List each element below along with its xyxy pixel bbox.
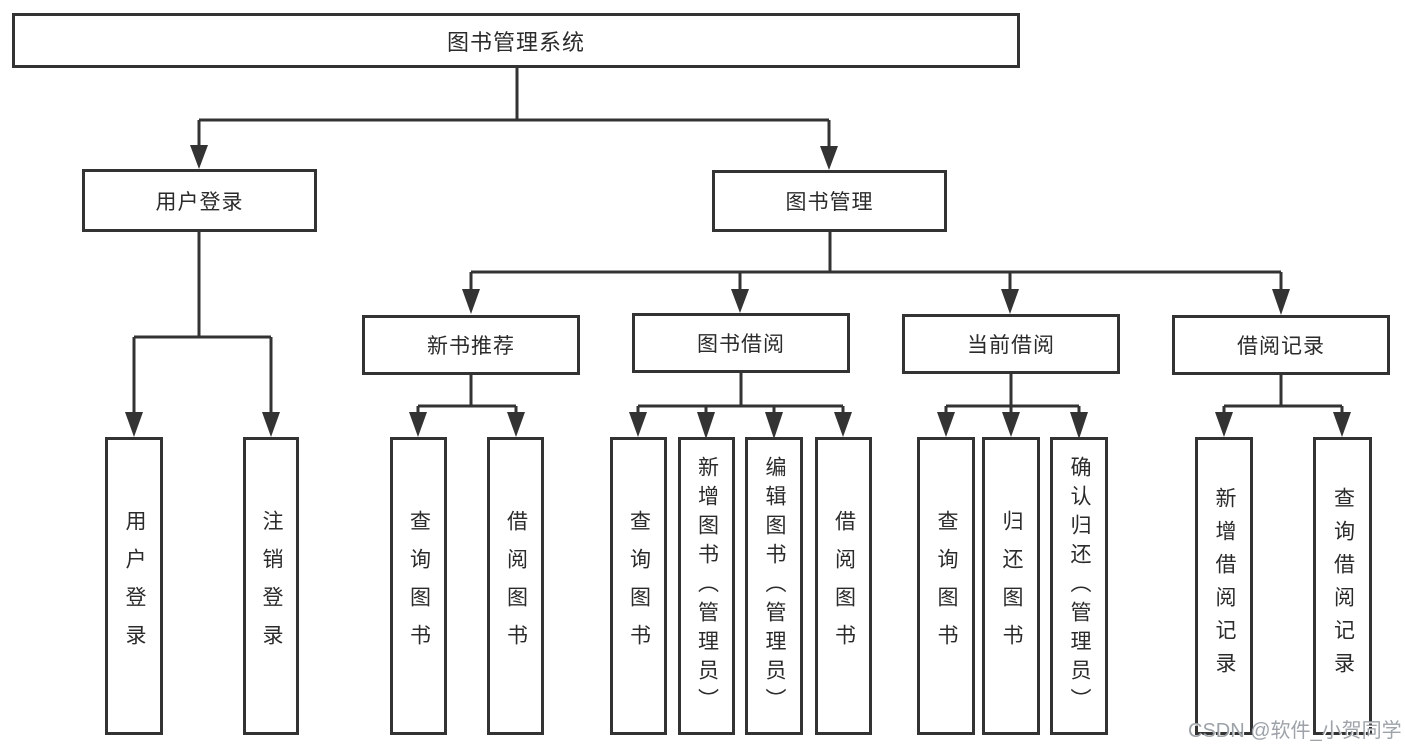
leaf-query-borrow-record: 查询借阅记录	[1313, 437, 1372, 735]
node-book-borrow: 图书借阅	[632, 313, 850, 373]
leaf-borrow-books: 借阅图书	[815, 437, 872, 735]
node-user-login: 用户登录	[82, 169, 317, 232]
leaf-current-query-books-label: 查询图书	[935, 510, 958, 662]
csdn-watermark: CSDN @软件_小贺同学	[1188, 720, 1402, 742]
leaf-rec-query-books-label: 查询图书	[407, 510, 431, 662]
node-current-borrow-label: 当前借阅	[967, 334, 1055, 357]
leaf-edit-books-admin: 编辑图书（管理员）	[745, 437, 803, 735]
leaf-query-borrow-record-label: 查询借阅记录	[1331, 487, 1355, 685]
leaf-borrow-books-label: 借阅图书	[832, 510, 856, 662]
leaf-add-borrow-record-label: 新增借阅记录	[1213, 487, 1236, 685]
leaf-user-login: 用户登录	[105, 437, 163, 735]
node-new-book-recommend: 新书推荐	[362, 315, 580, 375]
leaf-rec-query-books: 查询图书	[390, 437, 447, 735]
node-new-book-recommend-label: 新书推荐	[427, 335, 515, 358]
leaf-add-books-admin: 新增图书（管理员）	[678, 437, 735, 735]
leaf-edit-books-admin-label: 编辑图书（管理员）	[763, 455, 786, 717]
leaf-return-books: 归还图书	[982, 437, 1040, 735]
leaf-return-books-label: 归还图书	[1000, 510, 1023, 662]
node-current-borrow: 当前借阅	[902, 314, 1120, 374]
node-root: 图书管理系统	[12, 13, 1020, 68]
leaf-rec-borrow-books: 借阅图书	[487, 437, 544, 735]
leaf-confirm-return-admin-label: 确认归还（管理员）	[1068, 455, 1091, 717]
leaf-confirm-return-admin: 确认归还（管理员）	[1050, 437, 1108, 735]
node-book-management: 图书管理	[712, 170, 947, 232]
node-book-borrow-label: 图书借阅	[697, 333, 785, 356]
node-borrow-records: 借阅记录	[1172, 315, 1390, 375]
leaf-user-login-label: 用户登录	[123, 510, 146, 662]
leaf-logout-label: 注销登录	[260, 510, 283, 662]
node-borrow-records-label: 借阅记录	[1237, 335, 1325, 358]
leaf-add-borrow-record: 新增借阅记录	[1195, 437, 1253, 735]
leaf-rec-borrow-books-label: 借阅图书	[504, 510, 528, 662]
leaf-borrow-query-books-label: 查询图书	[627, 510, 651, 662]
node-user-login-label: 用户登录	[155, 190, 244, 214]
node-root-label: 图书管理系统	[446, 29, 585, 55]
leaf-logout: 注销登录	[243, 437, 299, 735]
leaf-current-query-books: 查询图书	[917, 437, 975, 735]
leaf-borrow-query-books: 查询图书	[610, 437, 667, 735]
node-book-management-label: 图书管理	[785, 191, 874, 214]
leaf-add-books-admin-label: 新增图书（管理员）	[695, 455, 719, 717]
